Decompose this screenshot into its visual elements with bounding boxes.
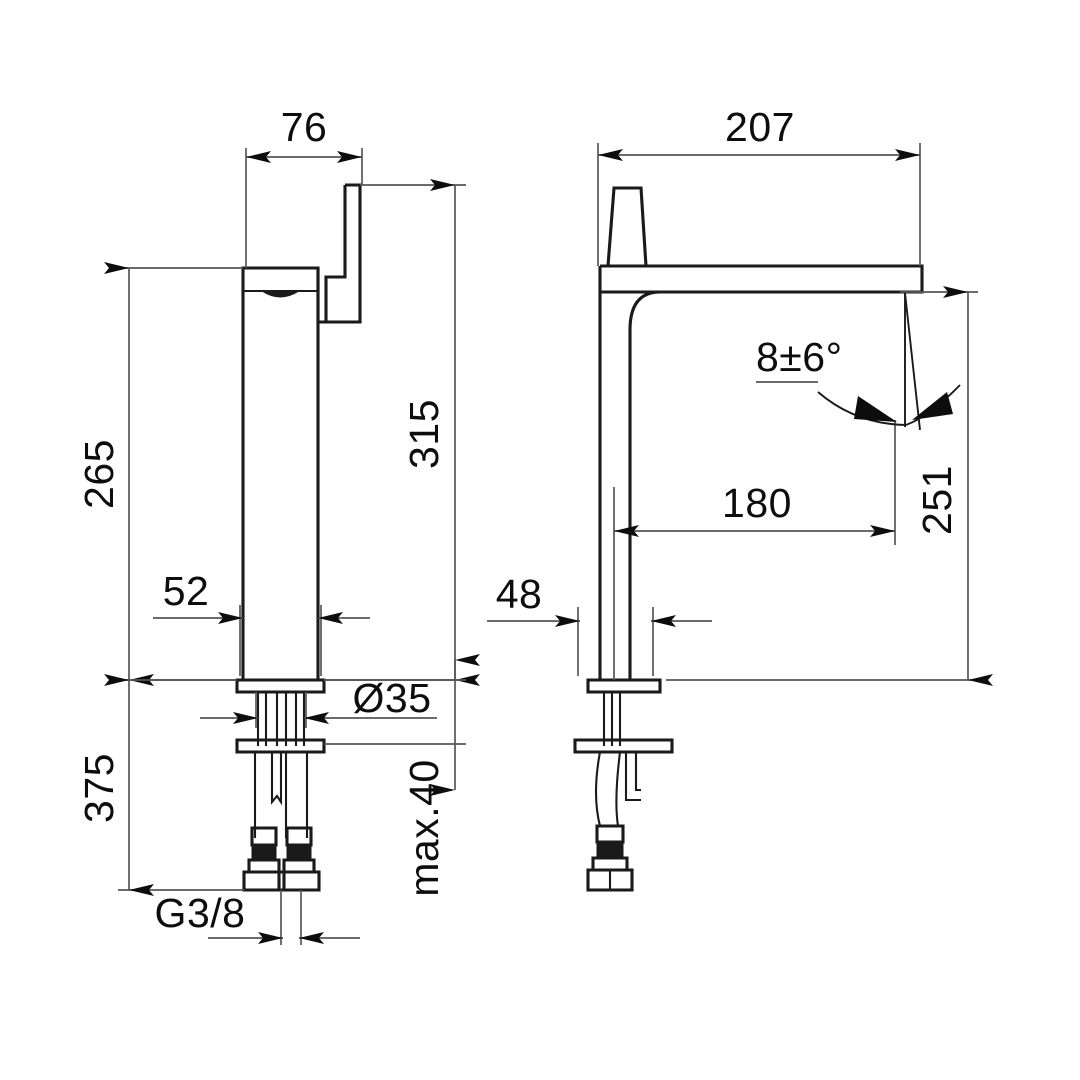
angle-tilt-line bbox=[904, 292, 921, 431]
side-hose-nut-step bbox=[591, 856, 629, 872]
front-hose-right-ferrule bbox=[286, 844, 312, 861]
front-deck-flange bbox=[235, 678, 326, 694]
dim-label-d35: Ø35 bbox=[353, 675, 432, 721]
angle-arrow-left bbox=[854, 396, 897, 422]
side-hose-inner bbox=[615, 751, 622, 827]
dim-label-207: 207 bbox=[725, 104, 795, 150]
side-lever-handle bbox=[606, 186, 648, 268]
front-hose-left-nut-step bbox=[247, 858, 281, 874]
dim-label-52: 52 bbox=[163, 568, 210, 614]
front-hose-right-nut bbox=[277, 870, 321, 892]
front-view-dimensions: 76 265 315 52 Ø35 375 max.40 bbox=[76, 104, 480, 945]
dim-label-max40: max.40 bbox=[401, 759, 447, 896]
side-clamp-washer bbox=[573, 738, 674, 754]
front-body-outline bbox=[241, 266, 320, 682]
front-hose-left-inner bbox=[270, 752, 283, 806]
dim-label-265: 265 bbox=[76, 439, 122, 509]
side-hose-nut bbox=[586, 868, 634, 892]
dim-label-251: 251 bbox=[914, 465, 960, 535]
dim-label-g38: G3/8 bbox=[155, 890, 246, 936]
dim-label-375: 375 bbox=[76, 753, 122, 823]
side-spout-undercurve bbox=[628, 290, 922, 372]
dim-label-76: 76 bbox=[281, 104, 328, 150]
angle-arrow-right bbox=[912, 392, 953, 420]
side-hose-outer bbox=[594, 751, 602, 827]
side-deck-flange bbox=[586, 678, 662, 694]
dim-label-48: 48 bbox=[496, 571, 543, 617]
side-hose-second-inner bbox=[634, 752, 641, 792]
front-hose-left-ferrule bbox=[251, 844, 277, 861]
side-hose-collar bbox=[595, 824, 625, 844]
dim-label-180: 180 bbox=[722, 480, 792, 526]
front-lever-handle bbox=[316, 183, 362, 324]
front-view-geometry bbox=[235, 183, 362, 892]
front-clamp-washer bbox=[235, 738, 326, 754]
side-hose-second-outer bbox=[624, 752, 641, 802]
side-view-geometry bbox=[573, 186, 924, 892]
dim-label-315: 315 bbox=[401, 399, 447, 469]
side-hose-ferrule bbox=[596, 841, 624, 859]
dim-label-angle: 8±6° bbox=[756, 334, 843, 380]
front-hose-right-nut-step bbox=[282, 858, 316, 874]
front-handle-socket bbox=[260, 290, 301, 298]
side-view-dimensions: 207 180 251 48 8±6° bbox=[487, 104, 993, 686]
side-spout-arm-top bbox=[600, 264, 924, 294]
front-lever-handle-inner bbox=[324, 185, 347, 322]
